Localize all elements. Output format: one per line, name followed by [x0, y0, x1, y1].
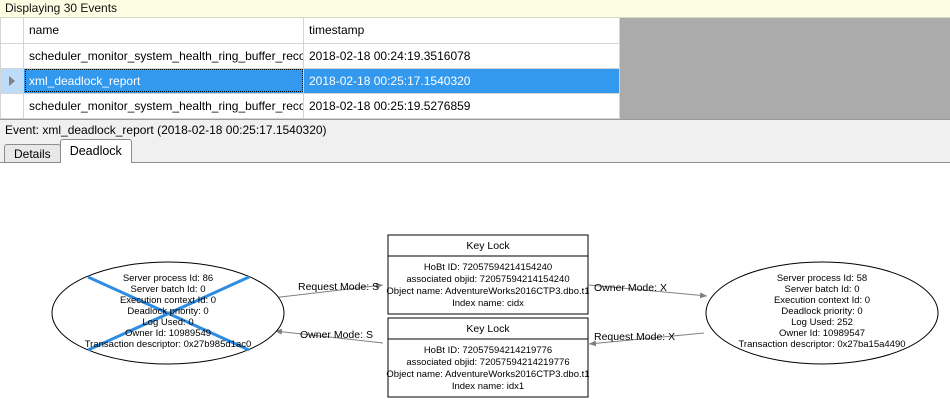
tab-deadlock[interactable]: Deadlock [59, 139, 132, 163]
resource-top-line-3: Index name: cidx [452, 298, 524, 309]
process-left-line-5: Owner Id: 10989549 [125, 328, 211, 339]
cell-name[interactable]: xml_deadlock_report [23, 68, 304, 94]
process-right-line-2: Execution context Id: 0 [774, 295, 870, 306]
edge-right-request-bottom [588, 332, 705, 347]
tab-strip: Details Deadlock [0, 139, 950, 163]
process-left-line-0: Server process Id: 86 [123, 273, 213, 284]
edge-label-top-owner-right: Owner Mode: X [594, 282, 667, 294]
row-selector-cell[interactable] [0, 43, 24, 69]
process-left-line-2: Execution context Id: 0 [120, 295, 216, 306]
process-node-left[interactable]: Server process Id: 86 Server batch Id: 0… [51, 261, 285, 365]
table-row[interactable]: scheduler_monitor_system_health_ring_buf… [0, 93, 620, 119]
resource-top-line-2: Object name: AdventureWorks2016CTP3.dbo.… [386, 286, 589, 297]
events-banner: Displaying 30 Events [0, 0, 950, 18]
grid-header-name[interactable]: name [23, 18, 304, 44]
events-count-label: Displaying 30 Events [5, 1, 118, 15]
resource-top-line-1: associated objid: 72057594214154240 [406, 274, 569, 285]
edge-bottom-owner-left [274, 328, 384, 344]
table-row-selected[interactable]: xml_deadlock_report 2018-02-18 00:25:17.… [0, 68, 620, 94]
process-right-line-3: Deadlock priority: 0 [781, 306, 862, 317]
cell-timestamp[interactable]: 2018-02-18 00:25:19.5276859 [303, 93, 620, 119]
resource-bottom-line-1: associated objid: 72057594214219776 [406, 357, 569, 368]
events-grid[interactable]: name timestamp scheduler_monitor_system_… [0, 18, 620, 119]
process-node-right[interactable]: Server process Id: 58 Server batch Id: 0… [705, 261, 939, 365]
resource-node-top[interactable]: Key Lock HoBt ID: 72057594214154240 asso… [386, 234, 590, 315]
resource-bottom-line-3: Index name: idx1 [452, 381, 524, 392]
edge-label-text: Request Mode: S [298, 281, 379, 293]
edge-left-request-top [271, 282, 384, 299]
events-grid-container[interactable]: name timestamp scheduler_monitor_system_… [0, 18, 950, 119]
tab-details[interactable]: Details [4, 144, 61, 163]
process-right-line-1: Server batch Id: 0 [785, 284, 860, 295]
event-detail-header: Event: xml_deadlock_report (2018-02-18 0… [0, 119, 950, 139]
process-left-line-3: Deadlock priority: 0 [127, 306, 208, 317]
resource-bottom-line-0: HoBt ID: 72057594214219776 [424, 345, 552, 356]
process-right-line-4: Log Used: 252 [791, 317, 853, 328]
process-right-line-5: Owner Id: 10989547 [779, 328, 865, 339]
table-row[interactable]: scheduler_monitor_system_health_ring_buf… [0, 43, 620, 69]
resource-node-bottom[interactable]: Key Lock HoBt ID: 72057594214219776 asso… [386, 317, 590, 398]
resource-bottom-line-2: Object name: AdventureWorks2016CTP3.dbo.… [386, 369, 589, 380]
edge-label-text: Owner Mode: S [300, 329, 373, 341]
cell-name[interactable]: scheduler_monitor_system_health_ring_buf… [23, 93, 304, 119]
edge-label-left-request-top: Request Mode: S [298, 281, 379, 293]
row-selector-cell[interactable] [0, 68, 24, 94]
process-left-line-4: Log Used: 0 [142, 317, 193, 328]
edge-label-text: Request Mode: X [594, 331, 675, 343]
cell-timestamp[interactable]: 2018-02-18 00:25:17.1540320 [303, 68, 620, 94]
resource-top-title: Key Lock [466, 240, 510, 252]
process-left-line-6: Transaction descriptor: 0x27b985d1ac0 [85, 339, 252, 350]
event-detail-label: Event: xml_deadlock_report (2018-02-18 0… [5, 122, 327, 137]
edge-label-bottom-owner-left: Owner Mode: S [300, 329, 373, 341]
victim-cross-icon [87, 275, 250, 352]
edge-label-text: Owner Mode: X [594, 282, 667, 294]
resource-top-line-0: HoBt ID: 72057594214154240 [424, 262, 552, 273]
process-right-line-6: Transaction descriptor: 0x27ba15a4490 [738, 339, 905, 350]
grid-header-timestamp[interactable]: timestamp [303, 18, 620, 44]
deadlock-graph-canvas[interactable]: Server process Id: 86 Server batch Id: 0… [0, 162, 950, 400]
edge-label-right-request-bottom: Request Mode: X [594, 331, 675, 343]
process-right-line-0: Server process Id: 58 [777, 273, 867, 284]
resource-bottom-title: Key Lock [466, 323, 510, 335]
play-triangle-icon [9, 76, 15, 87]
process-left-line-1: Server batch Id: 0 [131, 284, 206, 295]
grid-header-row: name timestamp [0, 18, 620, 44]
edge-top-owner-right [588, 284, 708, 299]
row-selector-cell[interactable] [0, 93, 24, 119]
cell-timestamp[interactable]: 2018-02-18 00:24:19.3516078 [303, 43, 620, 69]
cell-name[interactable]: scheduler_monitor_system_health_ring_buf… [23, 43, 304, 69]
grid-header-rowselector[interactable] [0, 18, 24, 44]
